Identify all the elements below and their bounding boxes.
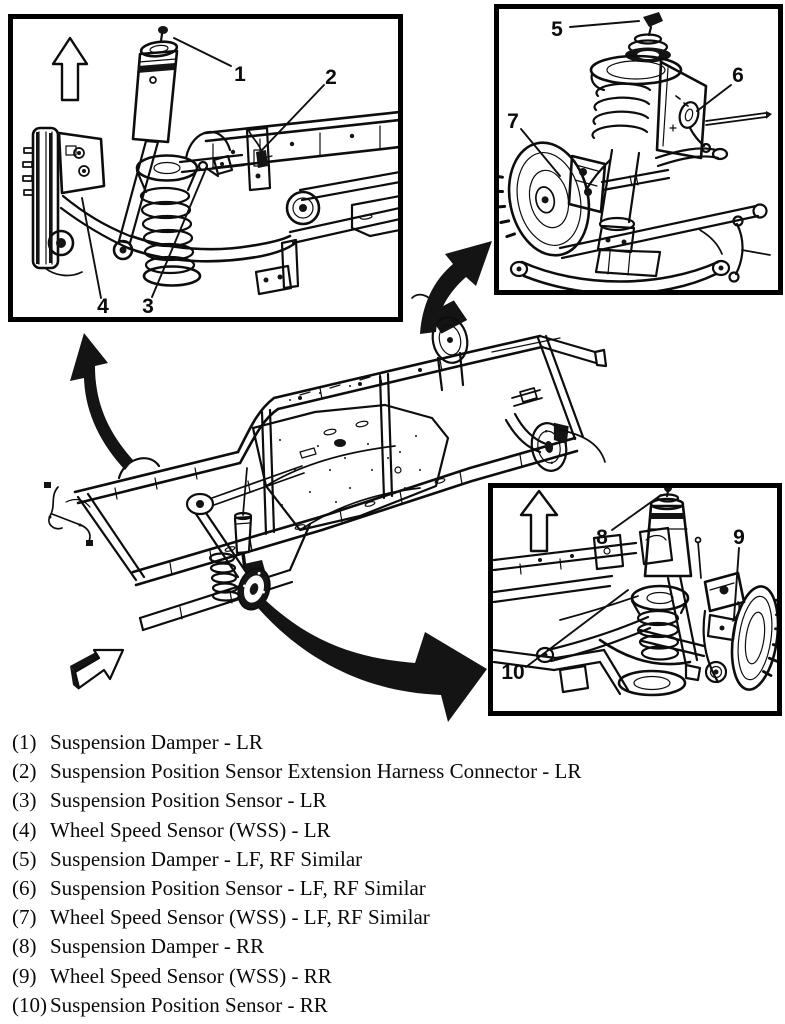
chassis-overview <box>44 241 608 722</box>
legend-item-number: (5) <box>12 846 37 871</box>
legend-item-number: (6) <box>12 876 37 901</box>
rr-up-arrow-icon <box>519 489 559 553</box>
legend-item-label: Suspension Position Sensor - LF, RF Simi… <box>50 876 426 901</box>
lr-coil-spring <box>135 154 202 287</box>
leader-line-10 <box>525 589 629 668</box>
callout-3: 3 <box>142 295 154 318</box>
legend-item-number: (8) <box>12 934 37 959</box>
forward-direction-arrow-icon <box>70 648 125 690</box>
callout-7: 7 <box>507 110 519 133</box>
lf-suspension-damper <box>589 33 683 254</box>
leader-line-5 <box>569 20 640 28</box>
legend-item-number: (7) <box>12 905 37 930</box>
callout-2: 2 <box>325 66 337 89</box>
lr-harness-connector <box>248 130 273 168</box>
leader-line-1 <box>173 37 232 67</box>
callout-9: 9 <box>733 526 745 549</box>
lf-control-arms <box>509 147 771 290</box>
lr-up-arrow-icon <box>51 36 89 102</box>
lf-coil-spring <box>591 82 652 140</box>
legend-item-number: (9) <box>12 963 37 988</box>
lr-brake-assembly <box>22 126 132 277</box>
legend: (1) Suspension Damper - LR (2) Suspensio… <box>12 728 752 1020</box>
legend-item: (4) Wheel Speed Sensor (WSS) - LR <box>12 816 752 845</box>
legend-item-label: Wheel Speed Sensor (WSS) - LR <box>50 817 331 842</box>
rr-brake-rotor <box>638 571 777 691</box>
inset-lr-detail: 1 2 3 4 <box>8 14 403 322</box>
legend-item-label: Suspension Damper - RR <box>50 934 265 959</box>
legend-item: (6) Suspension Position Sensor - LF, RF … <box>12 874 752 903</box>
legend-item: (10) Suspension Position Sensor - RR <box>12 991 752 1020</box>
inset-rr-detail: 8 9 10 <box>488 483 782 716</box>
inset-lf-detail: 5 6 7 <box>494 4 783 295</box>
chassis-floor-pan <box>251 376 450 532</box>
lf-caliper <box>567 154 612 214</box>
curved-arrow-to-rr-inset <box>258 597 487 722</box>
leader-line-7 <box>520 128 561 177</box>
curved-arrow-to-lf-inset <box>420 241 492 334</box>
chassis-wiring-harness <box>44 482 93 546</box>
curved-arrow-to-lr-inset <box>70 333 133 470</box>
legend-item: (7) Wheel Speed Sensor (WSS) - LF, RF Si… <box>12 903 752 932</box>
chassis-rear-axle <box>117 457 305 579</box>
legend-item-label: Suspension Damper - LF, RF Similar <box>50 846 363 871</box>
legend-item: (3) Suspension Position Sensor - LR <box>12 786 752 815</box>
callout-4: 4 <box>97 295 109 318</box>
legend-item: (8) Suspension Damper - RR <box>12 932 752 961</box>
legend-item-label: Suspension Position Sensor - LR <box>50 788 327 813</box>
lr-position-sensor <box>197 154 234 178</box>
chassis-far-rail <box>73 334 608 505</box>
legend-item-number: (3) <box>12 788 37 813</box>
legend-item-number: (1) <box>12 730 37 754</box>
leader-line-3 <box>151 170 206 298</box>
callout-5: 5 <box>551 18 563 41</box>
lf-knuckle <box>655 60 708 160</box>
rr-frame-rails <box>493 526 702 696</box>
lr-control-arm <box>126 234 300 296</box>
legend-item: (5) Suspension Damper - LF, RF Similar <box>12 845 752 874</box>
legend-item-label: Suspension Damper - LR <box>50 730 263 754</box>
legend-item-label: Wheel Speed Sensor (WSS) - RR <box>50 963 332 988</box>
legend-item: (9) Wheel Speed Sensor (WSS) - RR <box>12 962 752 991</box>
leader-line-4 <box>81 197 102 299</box>
callout-6: 6 <box>732 64 744 87</box>
legend-item-label: Suspension Position Sensor Extension Har… <box>50 759 582 784</box>
chassis-rf-corner <box>411 293 469 392</box>
legend-item-number: (10) <box>12 992 47 1017</box>
legend-item: (1) Suspension Damper - LR <box>12 728 752 757</box>
callout-10: 10 <box>501 661 524 684</box>
leader-line-8 <box>611 494 662 531</box>
chassis-lf-corner <box>504 387 606 472</box>
callout-8: 8 <box>596 526 608 549</box>
leader-line-9 <box>733 547 740 619</box>
leader-line-6 <box>696 84 732 112</box>
legend-item-number: (2) <box>12 759 37 784</box>
legend-item: (2) Suspension Position Sensor Extension… <box>12 757 752 786</box>
callout-1: 1 <box>234 63 246 86</box>
legend-item-label: Suspension Position Sensor - RR <box>50 992 328 1017</box>
leader-line-2 <box>261 84 325 151</box>
legend-item-label: Wheel Speed Sensor (WSS) - LF, RF Simila… <box>50 905 430 930</box>
rr-coil-spring <box>617 584 690 697</box>
legend-item-number: (4) <box>12 817 37 842</box>
